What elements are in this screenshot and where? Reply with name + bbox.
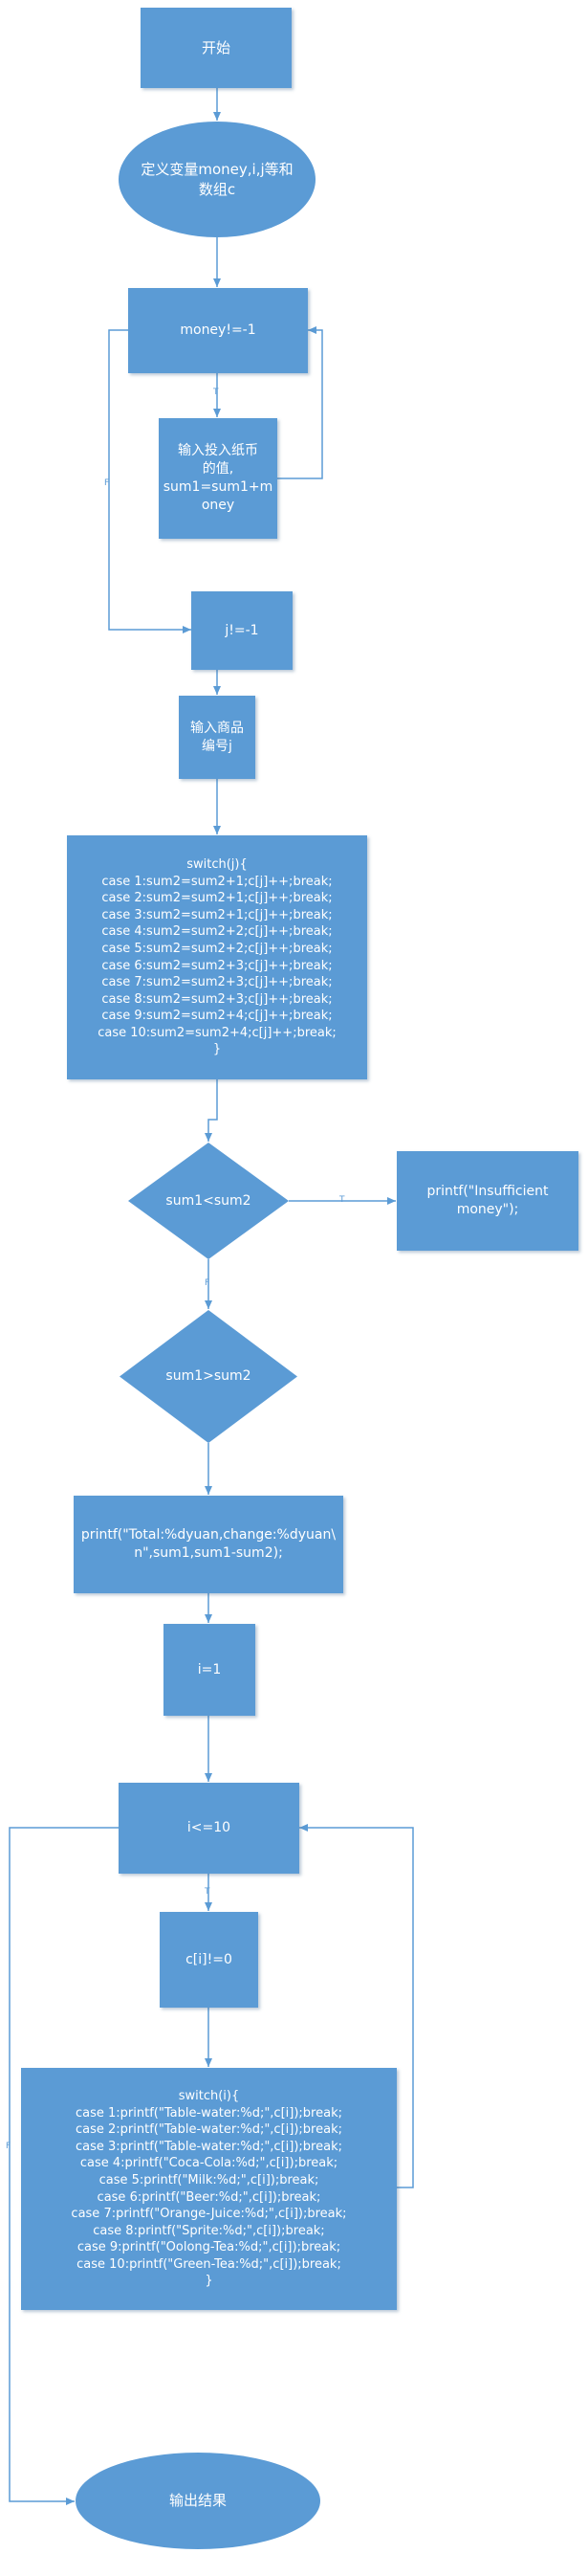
edge-icheck-output xyxy=(9,1827,119,2505)
start-node: 开始 xyxy=(141,8,292,88)
define-label: 定义变量money,i,j等和 数组c xyxy=(141,161,294,198)
output-node: 输出结果 xyxy=(76,2453,320,2549)
j-check-label: j!=-1 xyxy=(225,622,259,638)
insufficient-node: printf("Insufficient money"); xyxy=(397,1151,578,1251)
edge-input-loop xyxy=(277,326,323,479)
define-node: 定义变量money,i,j等和 数组c xyxy=(119,122,316,237)
i-check-node: i<=10 xyxy=(119,1783,299,1874)
gt-check-node: sum1>sum2 xyxy=(120,1310,297,1443)
edge-switch-lt xyxy=(205,1079,218,1142)
lt-diamond-shape xyxy=(128,1143,289,1259)
edge-label-lt-false: F xyxy=(205,1278,210,1288)
money-check-node: money!=-1 xyxy=(128,288,308,373)
print-total-label: printf("Total:%dyuan,change:%dyuan\ n",s… xyxy=(80,1527,337,1561)
output-label: 输出结果 xyxy=(168,2492,227,2510)
edge-label-i-false: F xyxy=(6,2142,11,2151)
lt-check-label: sum1<sum2 xyxy=(165,1192,251,1209)
gt-diamond-shape xyxy=(120,1310,297,1443)
input-money-node: 输入投入纸币 的值, sum1=sum1+m oney xyxy=(159,418,277,539)
input-item-node: 输入商品 编号j xyxy=(179,696,255,779)
c-check-node: c[i]!=0 xyxy=(160,1912,258,2008)
insufficient-label: printf("Insufficient money"); xyxy=(426,1184,549,1217)
start-label: 开始 xyxy=(201,38,230,56)
i-init-label: i=1 xyxy=(197,1661,222,1677)
i-init-node: i=1 xyxy=(163,1624,255,1716)
switch-i-label: switch(i){ case 1:printf("Table-water:%d… xyxy=(71,2089,347,2289)
j-check-node: j!=-1 xyxy=(191,591,293,670)
edge-label-i-true: T xyxy=(205,1887,210,1897)
edge-label-money-true: T xyxy=(213,388,219,397)
input-item-label: 输入商品 编号j xyxy=(190,720,244,754)
i-check-label: i<=10 xyxy=(186,1820,231,1836)
switch-j-node: switch(j){ case 1:sum2=sum2+1;c[j]++;bre… xyxy=(67,835,367,1079)
print-total-node: printf("Total:%dyuan,change:%dyuan\ n",s… xyxy=(74,1496,343,1593)
money-check-label: money!=-1 xyxy=(180,322,256,339)
edge-label-money-false: F xyxy=(104,478,110,488)
switch-j-label: switch(j){ case 1:sum2=sum2+1;c[j]++;bre… xyxy=(98,857,337,1057)
input-money-label: 输入投入纸币 的值, sum1=sum1+m oney xyxy=(163,443,273,513)
lt-check-node: sum1<sum2 xyxy=(128,1143,289,1259)
edge-money-false xyxy=(108,329,191,633)
switch-i-node: switch(i){ case 1:printf("Table-water:%d… xyxy=(21,2068,397,2310)
gt-check-label: sum1>sum2 xyxy=(165,1368,251,1385)
c-check-label: c[i]!=0 xyxy=(185,1951,232,1967)
edge-label-lt-true: T xyxy=(339,1195,345,1205)
edge-switch-loop xyxy=(299,1824,414,2188)
